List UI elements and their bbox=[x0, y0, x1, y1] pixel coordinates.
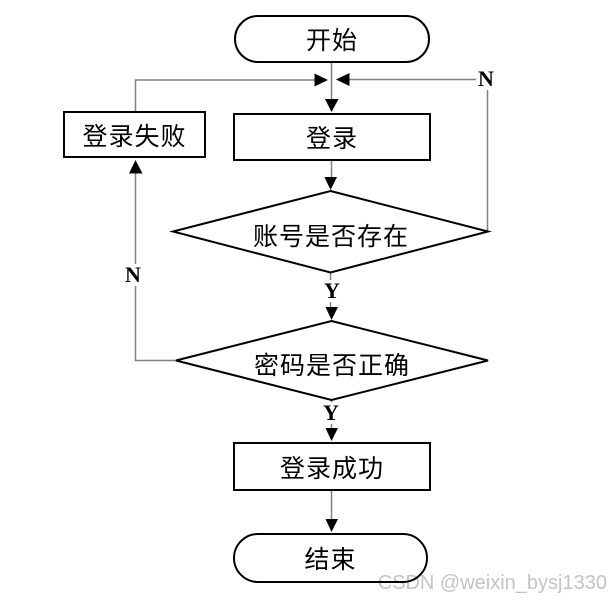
node-end-label: 结束 bbox=[304, 547, 357, 574]
arrowhead-merge-right bbox=[336, 73, 350, 86]
node-login-fail-label: 登录失败 bbox=[82, 123, 187, 151]
node-end: 结束 bbox=[233, 533, 428, 583]
branch-label-y-password-correct: Y bbox=[321, 400, 341, 425]
arrowhead-into-login-fail bbox=[129, 160, 143, 174]
branch-label-n-password-correct: N bbox=[123, 262, 143, 287]
arrowhead-into-login bbox=[325, 99, 339, 112]
edge-password-correct-n-to-login-fail bbox=[134, 164, 176, 362]
node-login-label: 登录 bbox=[305, 126, 358, 153]
arrowhead-into-login-success bbox=[325, 428, 338, 441]
node-login-success: 登录成功 bbox=[233, 442, 431, 491]
decision-password-correct-shape bbox=[175, 319, 489, 402]
node-login-success-label: 登录成功 bbox=[279, 455, 384, 483]
node-login-fail: 登录失败 bbox=[63, 111, 206, 158]
node-start-label: 开始 bbox=[305, 28, 358, 55]
watermark-text: CSDN @weixin_bysj1330 bbox=[377, 572, 607, 594]
node-password-correct-label: 密码是否正确 bbox=[253, 353, 410, 380]
edge-login-fail-to-login bbox=[134, 79, 323, 111]
node-start: 开始 bbox=[234, 15, 430, 63]
node-account-exists-label: 账号是否存在 bbox=[252, 224, 409, 251]
branch-label-n-account-exists: N bbox=[476, 66, 496, 91]
arrowhead-into-password-correct bbox=[325, 307, 338, 320]
arrowhead-merge-left bbox=[314, 73, 328, 87]
arrowhead-into-account-exists bbox=[324, 177, 337, 190]
branch-label-y-account-exists: Y bbox=[322, 278, 342, 303]
arrowhead-into-end bbox=[325, 519, 338, 532]
node-login: 登录 bbox=[233, 113, 431, 161]
decision-account-exists-shape bbox=[169, 189, 492, 274]
